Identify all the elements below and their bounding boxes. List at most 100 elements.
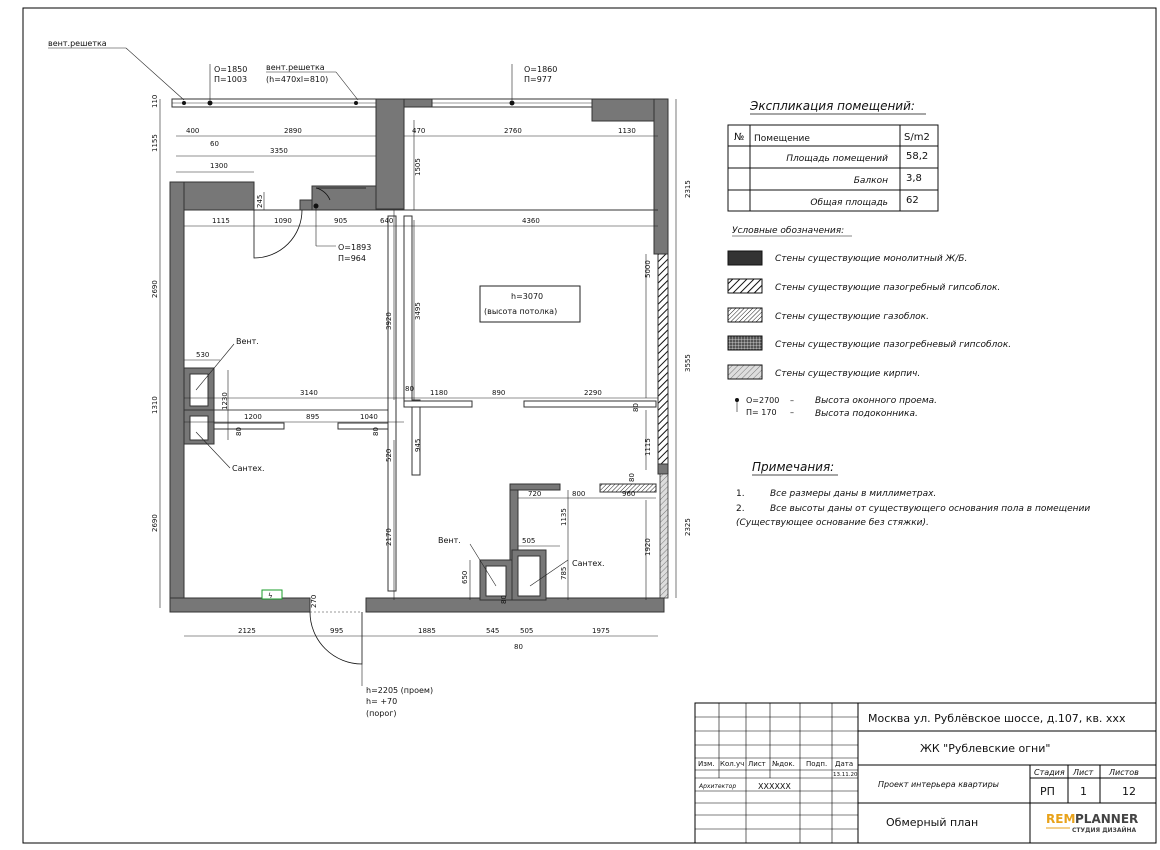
plan-top-labels: вент.решетка О=1850 П=1003 вент.решетка … [48, 39, 557, 263]
ceiling-height-box [479, 285, 581, 323]
dim-text: 995 [330, 627, 343, 635]
dim-text: 2170 [385, 528, 393, 546]
dim-text: 1885 [418, 627, 436, 635]
dim-text: 545 [486, 627, 499, 635]
dim-text: 505 [520, 627, 533, 635]
dim-text: 1505 [414, 158, 422, 176]
legend-title: Условные обозначения: [732, 226, 844, 236]
tb-drawing-name: Обмерный план [886, 816, 978, 829]
door-note-2: h= +70 [366, 697, 397, 706]
note-num: 1. [736, 489, 745, 499]
tb-col-header: Кол.уч [720, 760, 744, 768]
dim-text: 1040 [360, 413, 378, 421]
legend-item-text: Стены существующие кирпич. [775, 369, 920, 379]
table-cell-name: Балкон [854, 176, 888, 186]
legend-window-o-desc: Высота оконного проема. [815, 396, 937, 406]
dim-text: 270 [310, 595, 318, 608]
dim-text: 3495 [414, 302, 422, 320]
label-vent-grille-2: вент.решетка [266, 63, 325, 72]
dim-text: 80 [372, 427, 380, 436]
sheet-frame [22, 7, 1157, 844]
dim-text: 2890 [284, 127, 302, 135]
window-marker-1 [207, 100, 213, 106]
table-header-area: S/m2 [904, 132, 930, 143]
dim-text: 80 [628, 473, 636, 482]
legend-item-text: Стены существующие пазогребневый гипсобл… [775, 340, 1011, 350]
wall-right-hatched [657, 253, 669, 465]
dim-text: 530 [196, 351, 209, 359]
tb-sheets: 12 [1122, 785, 1136, 798]
dim-text: 110 [151, 95, 159, 108]
window-marker-2 [509, 100, 515, 106]
dim-text: 245 [256, 195, 264, 208]
wall-bottom-left [169, 597, 311, 613]
electric-box-icon [261, 589, 283, 600]
tb-date: 13.11.20 [833, 772, 858, 778]
dim-text: 905 [334, 217, 347, 225]
legend-swatch-brick [727, 364, 763, 380]
dim-text: 2690 [151, 514, 159, 532]
tb-address: Москва ул. Рублёвское шоссе, д.107, кв. … [868, 712, 1126, 725]
tb-stage: РП [1040, 785, 1055, 798]
label-win3-p: П=964 [338, 254, 366, 263]
dim-text: 80 [405, 385, 414, 393]
legend-window-p-dash: – [790, 408, 794, 417]
tb-sheet: 1 [1080, 785, 1087, 798]
notes-title: Примечания: [752, 460, 834, 474]
wall-center-pillar [375, 98, 405, 210]
door-note-3: (порог) [366, 709, 397, 718]
dim-text: 3920 [385, 312, 393, 330]
tb-sheet-label: Лист [1072, 768, 1094, 777]
logo-planner: PLANNER [1075, 812, 1138, 826]
legend-swatch-monolith [727, 250, 763, 266]
table-cell-name: Общая площадь [810, 198, 888, 208]
door-note-1: h=2205 (проем) [366, 686, 433, 695]
explication-title: Экспликация помещений: [749, 99, 915, 113]
legend-window-p: П= 170 [746, 408, 777, 417]
dim-text: 1200 [244, 413, 262, 421]
svg-text:ϟ: ϟ [268, 592, 273, 600]
dim-text: 4360 [522, 217, 540, 225]
dim-text: 470 [412, 127, 425, 135]
label-win2-o: О=1860 [524, 65, 557, 74]
dim-text: 1115 [212, 217, 230, 225]
table-header-num: № [734, 132, 744, 143]
tb-architect-name: XXXXXX [758, 782, 791, 791]
wall-right-lower [659, 473, 669, 599]
logo-rem: REM [1046, 812, 1075, 826]
dim-text: 80 [500, 595, 508, 604]
dim-text: 1090 [274, 217, 292, 225]
label-santeh-2: Сантех. [572, 559, 605, 568]
door-swings [253, 187, 366, 665]
dim-text: 1135 [560, 508, 568, 526]
dim-text: 80 [632, 403, 640, 412]
dim-text: 80 [235, 427, 243, 436]
wall-balcony-left [171, 181, 255, 211]
legend-item-text: Стены существующие пазогребный гипсоблок… [775, 283, 1000, 293]
note-text-cont: (Существующее основание без стяжки). [736, 518, 929, 528]
dim-text: 800 [572, 490, 585, 498]
dim-text: 80 [514, 643, 523, 651]
dim-text: 960 [622, 490, 635, 498]
note-text: Все высоты даны от существующего основан… [770, 504, 1090, 514]
legend-item-text: Стены существующие монолитный Ж/Б. [775, 254, 967, 264]
dim-text: 2325 [684, 518, 692, 536]
dim-text: 720 [528, 490, 541, 498]
table-cell-name: Площадь помещений [786, 154, 888, 164]
dim-text: 1230 [221, 392, 229, 410]
dim-text: 400 [186, 127, 199, 135]
ceiling-height-text: h=3070 [511, 292, 543, 301]
dimension-texts-horizontal: 400 2890 60 3350 1300 470 2760 1130 1115… [186, 127, 636, 651]
label-santeh-1: Сантех. [232, 464, 265, 473]
dim-text: 5000 [644, 260, 652, 278]
dim-text: 895 [306, 413, 319, 421]
ceiling-height-note: (высота потолка) [484, 307, 557, 316]
label-win3-o: О=1893 [338, 243, 371, 252]
dim-text: 2760 [504, 127, 522, 135]
wall-right-upper [653, 98, 669, 255]
tb-col-header: Лист [748, 760, 766, 768]
dim-text: 1155 [151, 134, 159, 152]
title-block: Изм. Кол.уч Лист №док. Подп. Дата 13.11.… [694, 702, 1157, 844]
legend-window-o-dash: – [790, 396, 794, 405]
tb-col-header: Изм. [698, 760, 714, 768]
